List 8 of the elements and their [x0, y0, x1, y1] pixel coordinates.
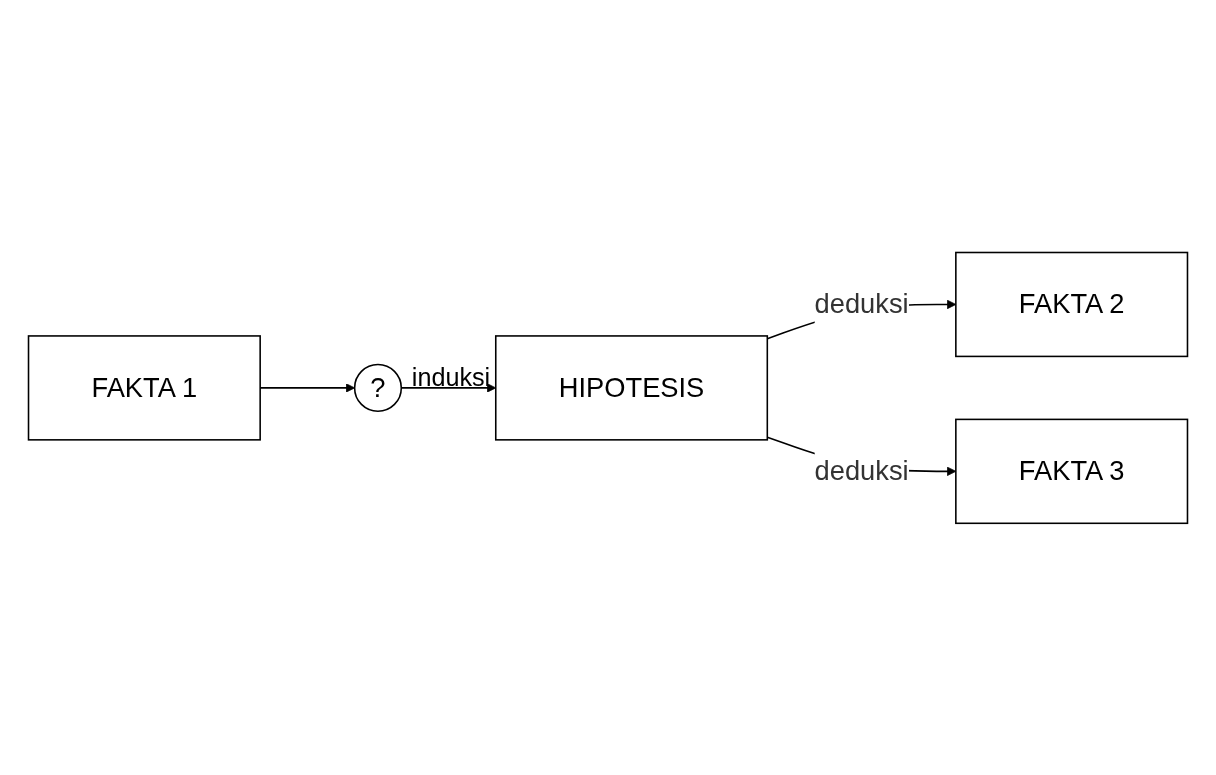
edge-label: deduksi — [814, 454, 909, 487]
node-box: FAKTA 3 — [955, 418, 1189, 524]
node-circle: ? — [353, 363, 403, 412]
edge-label: deduksi — [814, 287, 909, 320]
node-caption: induksi — [411, 362, 491, 391]
node-box: HIPOTESIS — [494, 334, 769, 441]
node-box: FAKTA 2 — [955, 251, 1189, 357]
node-box: FAKTA 1 — [27, 334, 261, 441]
